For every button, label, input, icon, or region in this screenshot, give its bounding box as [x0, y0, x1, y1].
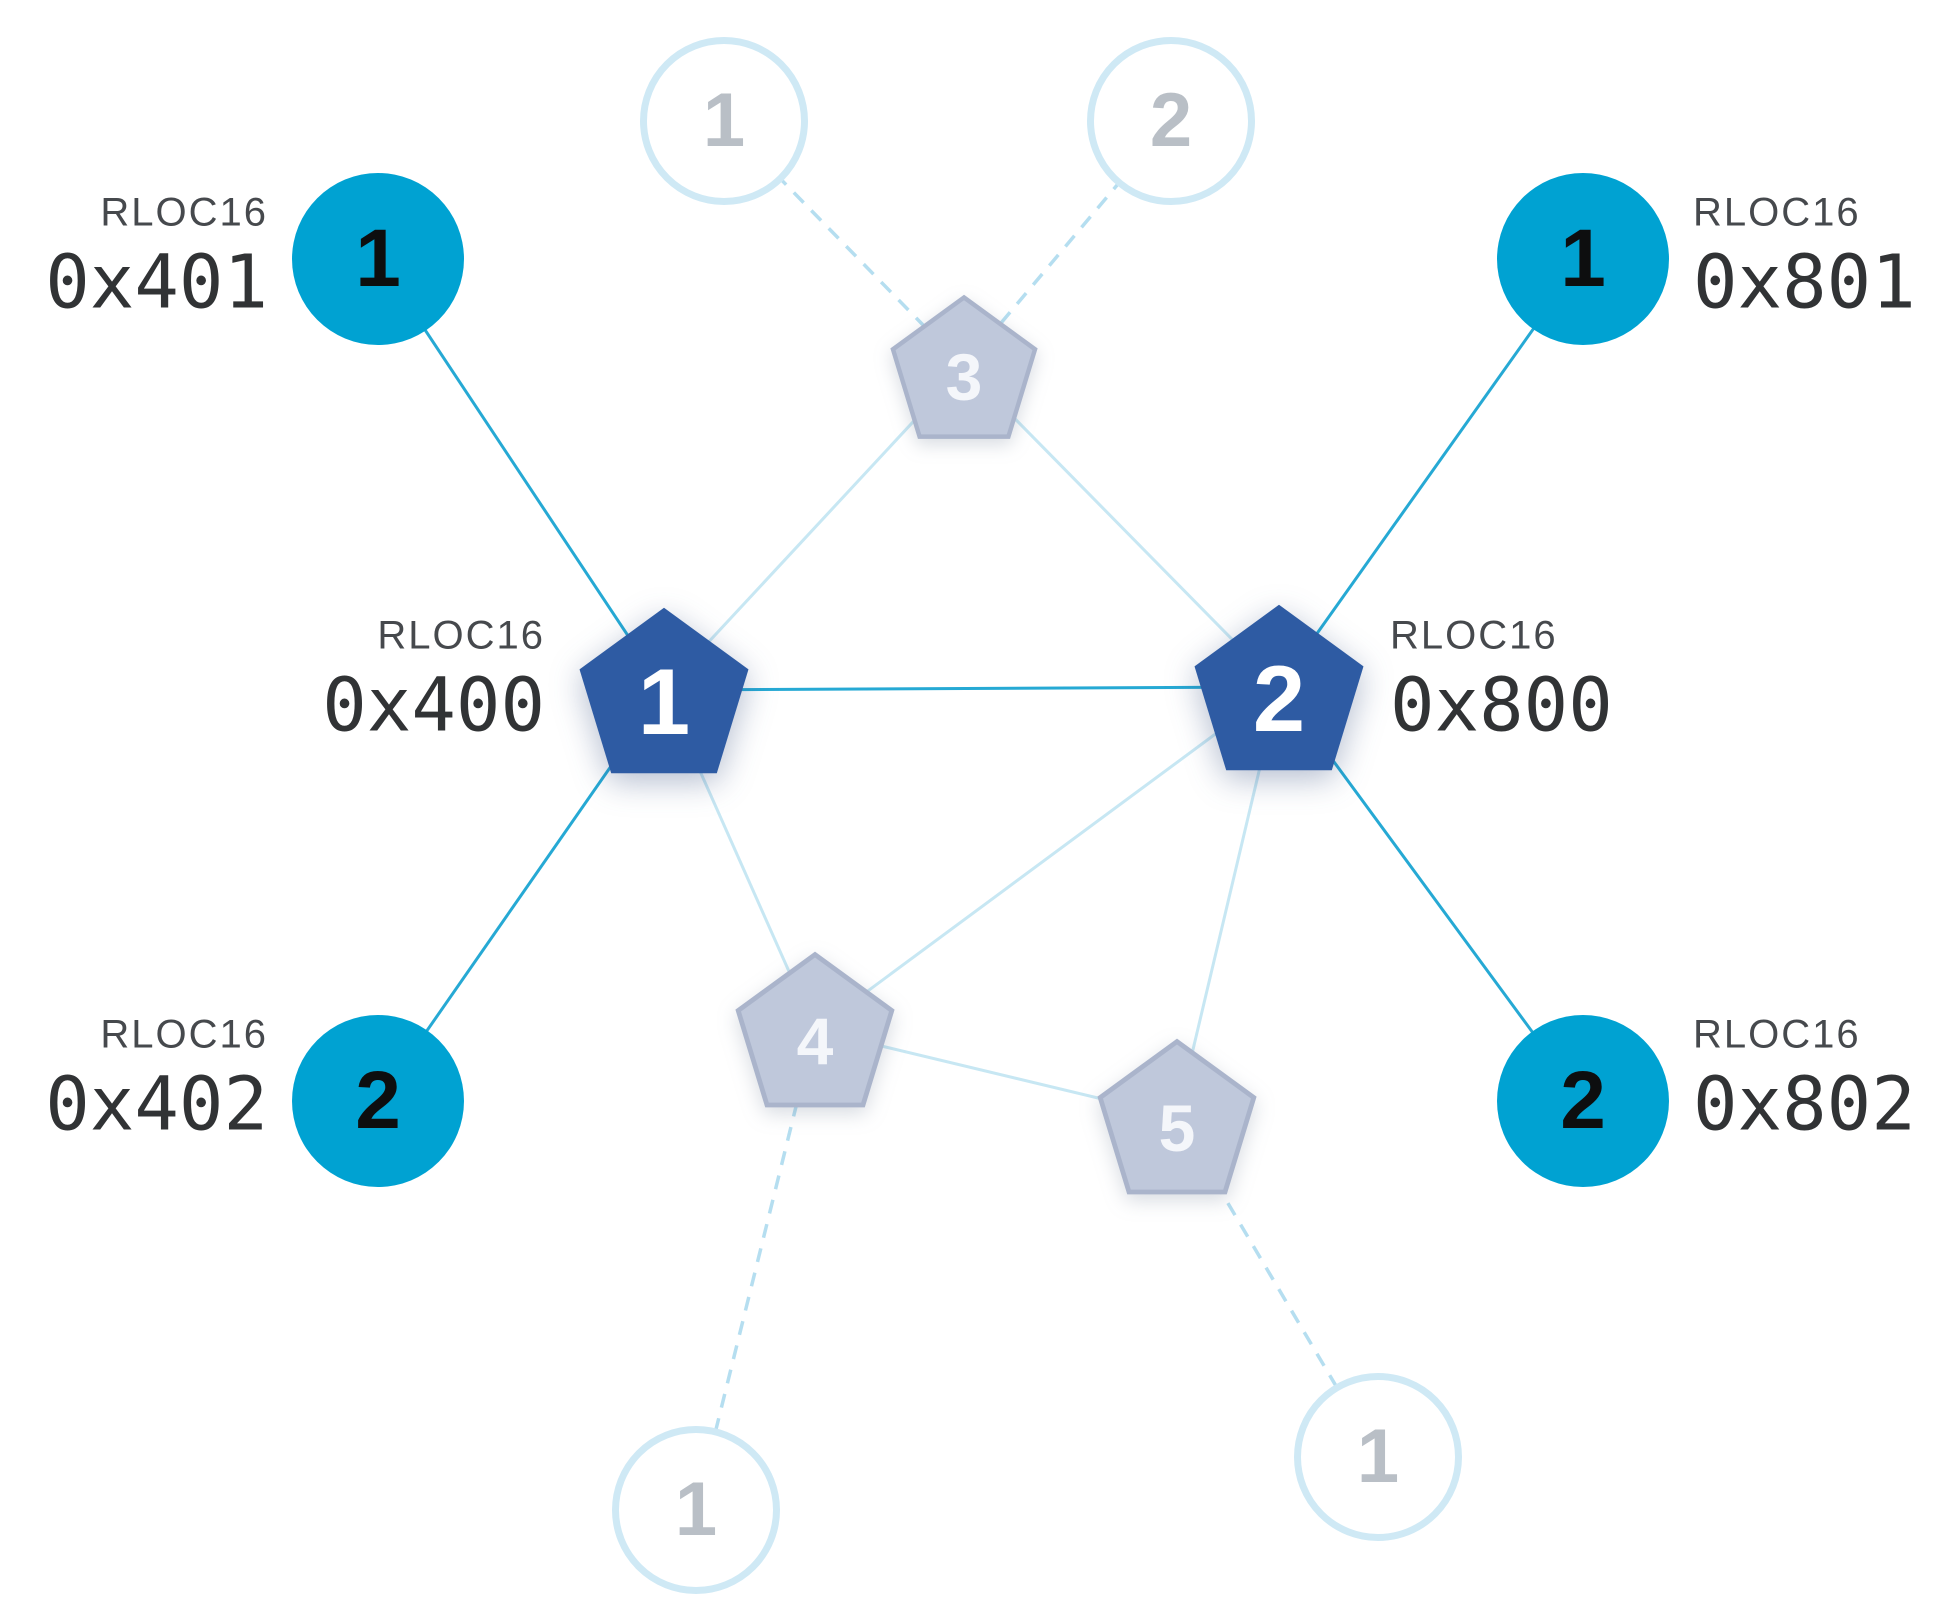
rloc16-caption: RLOC16	[1693, 190, 1861, 235]
end-device-0x401-node: 1	[292, 173, 464, 345]
router-5-node: 5	[1097, 1038, 1257, 1195]
rloc-label-0x801: RLOC16 0x801	[1693, 191, 1916, 320]
router-2-node: 2	[1191, 603, 1367, 772]
pentagon-shape	[890, 294, 1038, 439]
router-1-number: 1	[637, 649, 691, 755]
rloc16-caption: RLOC16	[377, 613, 545, 658]
router-2-number: 2	[1252, 646, 1306, 752]
rloc16-caption: RLOC16	[100, 1012, 268, 1057]
edge-router2-router4	[814, 685, 1280, 1032]
pentagon-shape	[735, 951, 895, 1108]
end-device-number: 2	[1560, 1055, 1606, 1146]
rloc16-value: 0x400	[322, 662, 545, 749]
rloc-label-0x402: RLOC16 0x402	[45, 1013, 268, 1142]
rloc16-caption: RLOC16	[1693, 1012, 1861, 1057]
ghost-device-number: 1	[674, 1467, 718, 1552]
router-4-number: 4	[796, 1004, 834, 1079]
rloc16-caption: RLOC16	[1390, 613, 1558, 658]
edge-ed801-router2	[1277, 258, 1585, 688]
rloc16-value: 0x800	[1390, 662, 1613, 749]
router-4-node: 4	[735, 951, 895, 1108]
rloc16-value: 0x402	[45, 1061, 268, 1148]
edge-ed401-router1	[376, 258, 666, 691]
end-device-number: 1	[355, 213, 401, 304]
ghost-device-number: 1	[1356, 1414, 1400, 1499]
ghost-device-bottom-1-node: 1	[612, 1426, 780, 1594]
ghost-device-number: 2	[1149, 78, 1193, 163]
pentagon-shape	[579, 607, 749, 773]
rloc16-caption: RLOC16	[100, 190, 268, 235]
ghost-device-top-2-node: 2	[1087, 37, 1255, 205]
edge-router1-router2	[663, 685, 1280, 692]
edge-router2-router3	[962, 365, 1281, 689]
rloc-label-0x401: RLOC16 0x401	[45, 191, 268, 320]
end-device-0x801-node: 1	[1497, 173, 1669, 345]
rloc-label-0x800: RLOC16 0x800	[1390, 614, 1613, 743]
pentagon-shape	[1194, 604, 1364, 770]
end-device-0x802-node: 2	[1497, 1015, 1669, 1187]
end-device-number: 2	[355, 1055, 401, 1146]
router-3-number: 3	[945, 340, 983, 415]
end-device-number: 1	[1560, 213, 1606, 304]
ghost-device-bottom-2-node: 1	[1294, 1373, 1462, 1541]
ghost-device-number: 1	[702, 78, 746, 163]
rloc16-value: 0x802	[1693, 1061, 1916, 1148]
router-1-node: 1	[576, 606, 752, 775]
end-device-0x402-node: 2	[292, 1015, 464, 1187]
ghost-device-top-1-node: 1	[640, 37, 808, 205]
rloc-label-0x802: RLOC16 0x802	[1693, 1013, 1916, 1142]
rloc16-value: 0x801	[1693, 239, 1916, 326]
pentagon-shape	[1097, 1038, 1257, 1195]
router-5-number: 5	[1158, 1091, 1196, 1166]
router-3-node: 3	[890, 294, 1038, 439]
rloc-label-0x400: RLOC16 0x400	[322, 614, 545, 743]
rloc16-value: 0x401	[45, 239, 268, 326]
